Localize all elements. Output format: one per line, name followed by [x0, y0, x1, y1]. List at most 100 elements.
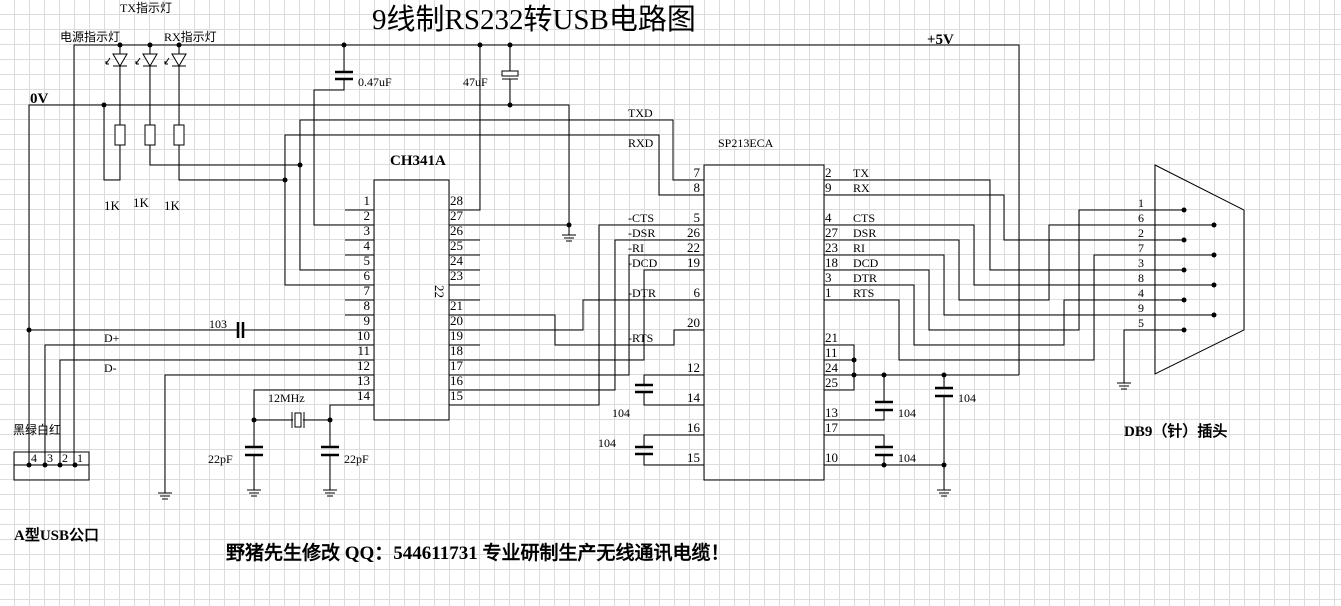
sp213-pin-signal: -DTR — [628, 286, 656, 300]
wire — [824, 224, 1214, 301]
sp213-pin-signal: RTS — [853, 286, 874, 300]
junction-dot — [327, 417, 333, 423]
sp213-pin-signal: DCD — [853, 256, 879, 270]
ch341a-pin-label: 8 — [364, 298, 371, 313]
sp213-pin-number: 17 — [825, 420, 839, 435]
wire — [643, 454, 704, 466]
wire — [824, 410, 885, 421]
wire — [643, 374, 704, 385]
cap-104-label: 104 — [958, 391, 976, 405]
wires — [28, 44, 1214, 488]
ch341a-pin-label: 2 — [364, 208, 371, 223]
txd-wire — [299, 119, 704, 271]
junction-dot — [297, 162, 303, 168]
sp213-pin-number: 3 — [825, 270, 832, 285]
ground-icon — [1117, 378, 1131, 390]
db9-pin-label: 6 — [1138, 211, 1144, 225]
wire — [149, 145, 300, 166]
capacitor-icon — [335, 70, 353, 81]
db9-pin-label: 2 — [1138, 226, 1144, 240]
wire — [824, 344, 855, 391]
sp213-pin-signal: -RTS — [628, 331, 653, 345]
junction-dot — [1211, 252, 1217, 258]
sp213-pin-number: 22 — [687, 240, 700, 255]
capacitor-icon — [875, 400, 893, 412]
ch341a-pin-label: 6 — [364, 268, 371, 283]
crystal-plate-icon — [291, 412, 305, 428]
resistor-label: 1K — [104, 198, 121, 213]
junction-dot — [26, 327, 32, 333]
ch341a-pin-label: 9 — [364, 313, 371, 328]
ch341a-pin-label: 15 — [450, 388, 463, 403]
junction-dot — [251, 417, 257, 423]
sp213-pin-signal: RI — [853, 241, 865, 255]
db9-pin-label: 1 — [1138, 196, 1144, 210]
db9-pin-label: 4 — [1138, 286, 1144, 300]
db9-title: DB9（针）插头 — [1124, 422, 1227, 440]
sp213-pin-signal: -RI — [628, 241, 644, 255]
sp213-pin-number: 19 — [687, 255, 700, 270]
footer-note: 野猪先生修改 QQ：544611731 专业研制生产无线通讯电缆！ — [226, 541, 730, 564]
junction-dot — [101, 102, 107, 108]
resistor-icon — [173, 124, 185, 146]
d-minus-wire — [59, 359, 374, 465]
capacitor-icon — [635, 445, 653, 456]
junction-dot — [1181, 297, 1187, 303]
ch341a-pin-label: 4 — [364, 238, 371, 253]
ch341a-pin-label: 20 — [450, 313, 463, 328]
sp213-name: SP213ECA — [718, 136, 774, 150]
ground-icon — [158, 488, 172, 500]
junction-dot — [176, 42, 182, 48]
junction-dot — [117, 42, 123, 48]
db9-pin-label: 5 — [1138, 316, 1144, 330]
junction-dot — [282, 177, 288, 183]
junction-dot — [1181, 207, 1187, 213]
junction-dot — [851, 357, 857, 363]
sp213-pin-number: 18 — [825, 255, 838, 270]
sp213-pin-number: 6 — [694, 285, 701, 300]
junction-dot — [26, 462, 32, 468]
ch341a-name: CH341A — [390, 153, 446, 169]
cap-103-label: 103 — [209, 317, 227, 331]
wire — [643, 392, 704, 406]
junction-dot — [566, 222, 572, 228]
ground-icon — [323, 485, 337, 497]
usb-wire-colors: 黑绿白红 — [13, 422, 61, 437]
ground-icon — [562, 230, 576, 242]
ch341a-pin-label: 19 — [450, 328, 463, 343]
sp213-pin-number: 11 — [825, 345, 838, 360]
sp213-pin-number: 23 — [825, 240, 838, 255]
sp213-pin-signal: DSR — [853, 226, 876, 240]
sp213-pin-number: 25 — [825, 375, 838, 390]
wire — [643, 434, 704, 447]
wire — [824, 179, 1184, 271]
junction-dot — [42, 462, 48, 468]
junction-dot — [147, 42, 153, 48]
junction-dot — [507, 42, 513, 48]
cap-047-label: 0.47uF — [358, 75, 392, 89]
sp213-pin-number: 1 — [825, 285, 832, 300]
capacitor-icon — [875, 445, 893, 457]
junction-dot — [881, 462, 887, 468]
sp213-pin-number: 13 — [825, 405, 838, 420]
wire — [824, 209, 1184, 331]
wire — [103, 105, 121, 181]
tx-led-label: TX指示灯 — [120, 0, 172, 15]
sp213-pin-number: 4 — [825, 210, 832, 225]
dsr-wire — [449, 239, 704, 391]
usb-pin-label: 4 — [31, 451, 37, 465]
ch341a-pin-label: 25 — [450, 238, 463, 253]
sp213-pin-signal: -CTS — [628, 211, 654, 225]
junction-dot — [57, 462, 63, 468]
sp213-pin-signal: DTR — [853, 271, 877, 285]
sp213-pin-number: 10 — [825, 450, 838, 465]
sp213-pin-signal: TX — [853, 166, 869, 180]
ch341a-pin-label: 1 — [364, 193, 371, 208]
sp213-pin-number: 21 — [825, 330, 838, 345]
junction-dot — [851, 372, 857, 378]
sp213-pin-number: 8 — [694, 180, 701, 195]
led-arrow-icon — [105, 57, 111, 65]
cap-104-label: 104 — [598, 436, 616, 450]
gnd-rail — [28, 104, 570, 465]
